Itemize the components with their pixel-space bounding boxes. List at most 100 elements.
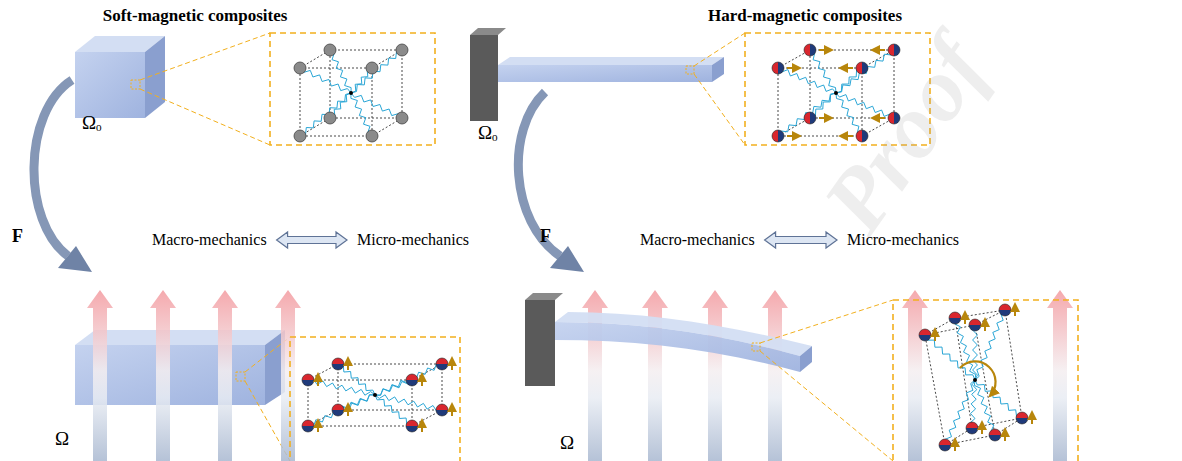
magnetization-arrow bbox=[934, 329, 936, 341]
lattice-edge bbox=[308, 380, 309, 426]
particle bbox=[396, 44, 408, 56]
particle bbox=[406, 374, 418, 386]
particle bbox=[919, 329, 931, 341]
cantilever bbox=[470, 28, 745, 145]
particle bbox=[366, 130, 378, 142]
zoom-frame bbox=[893, 300, 1078, 461]
node-text: Macro-mechanics bbox=[640, 231, 755, 248]
magnetization-arrow bbox=[840, 67, 853, 69]
magnetization-arrow bbox=[819, 117, 832, 119]
magnetization-arrow bbox=[451, 404, 453, 416]
particle bbox=[406, 420, 418, 432]
magnetization-arrow bbox=[787, 67, 800, 69]
panel-title: Hard-magnetic composites bbox=[708, 6, 902, 26]
text-node: Micro-mechanics bbox=[355, 230, 471, 250]
text-node: Macro-mechanics bbox=[150, 230, 269, 250]
crosslink bbox=[349, 91, 353, 95]
lattice-edge bbox=[308, 380, 412, 381]
lattice-edge bbox=[402, 50, 403, 118]
panel-title: Soft-magnetic composites bbox=[103, 6, 288, 26]
double-arrow bbox=[277, 232, 347, 248]
particle bbox=[1016, 412, 1028, 424]
particle bbox=[302, 420, 314, 432]
particle bbox=[332, 404, 344, 416]
polymer-chain bbox=[925, 335, 975, 380]
polymer-chain bbox=[810, 50, 836, 93]
magnetization-arrow bbox=[787, 135, 800, 137]
magnetization-arrow bbox=[981, 422, 983, 434]
double-arrow bbox=[765, 232, 837, 248]
node-text: Micro-mechanics bbox=[357, 231, 469, 248]
lattice-edge bbox=[300, 68, 301, 136]
particle bbox=[332, 358, 344, 370]
lattice-edge bbox=[972, 418, 1022, 428]
cube bbox=[75, 33, 270, 145]
particle bbox=[324, 112, 336, 124]
particle bbox=[772, 62, 784, 74]
lattice-edge bbox=[308, 426, 412, 427]
crosslink bbox=[973, 378, 977, 382]
watermark: Proof bbox=[808, 23, 1002, 247]
particle bbox=[939, 439, 951, 451]
particle bbox=[366, 62, 378, 74]
particle bbox=[804, 44, 816, 56]
lattice-edge bbox=[338, 364, 442, 365]
particle bbox=[856, 62, 868, 74]
lattice-edge bbox=[778, 68, 779, 136]
magnetization-arrow bbox=[421, 420, 423, 432]
magnetization-arrow bbox=[872, 49, 885, 51]
magnetic-field bbox=[87, 290, 301, 461]
bent-cantilever bbox=[525, 293, 893, 461]
polymer-chain bbox=[375, 395, 412, 426]
symbol-label: Ω bbox=[55, 428, 69, 450]
magnetization-arrow bbox=[347, 358, 349, 370]
particle bbox=[989, 429, 1001, 441]
magnetization-arrow bbox=[819, 49, 832, 51]
lattice-edge bbox=[810, 50, 811, 118]
node-text: Macro-mechanics bbox=[152, 231, 267, 248]
rotation-arrow bbox=[960, 361, 996, 396]
particle bbox=[324, 44, 336, 56]
polymer-chain bbox=[375, 364, 442, 395]
lattice-edge bbox=[442, 364, 443, 410]
text-node: Macro-mechanics bbox=[638, 230, 757, 250]
particle bbox=[436, 358, 448, 370]
magnetization-arrow bbox=[954, 439, 956, 451]
crosslink bbox=[834, 91, 838, 95]
polymer-chain bbox=[338, 364, 375, 395]
crosslink bbox=[373, 393, 377, 397]
deformation-arrow bbox=[34, 80, 92, 272]
polymer-chain bbox=[973, 325, 978, 380]
symbol-label: Ω bbox=[560, 432, 574, 454]
magnetization-arrow bbox=[317, 374, 319, 386]
magnetization-arrow bbox=[1004, 429, 1006, 441]
polymer-chain bbox=[330, 50, 351, 93]
polymer-chain bbox=[945, 380, 975, 445]
deformation-arrow bbox=[518, 92, 584, 272]
lattice-edge bbox=[778, 68, 862, 69]
symbol-label: Ωₒ bbox=[478, 122, 498, 144]
polymer-chain bbox=[300, 93, 351, 136]
magnetization-arrow bbox=[1014, 304, 1016, 316]
particle bbox=[999, 304, 1011, 316]
magnetization-arrow bbox=[1031, 412, 1033, 424]
zoom-frame bbox=[270, 33, 435, 145]
magnetization-arrow bbox=[317, 420, 319, 432]
magnetization-arrow bbox=[451, 358, 453, 370]
polymer-chain bbox=[778, 93, 836, 136]
particle bbox=[294, 130, 306, 142]
magnetization-arrow bbox=[421, 374, 423, 386]
symbol-label: Ωₒ bbox=[82, 112, 102, 134]
zoom-frame bbox=[290, 337, 460, 461]
lattice-edge bbox=[975, 325, 995, 435]
particle bbox=[966, 422, 978, 434]
particle bbox=[436, 404, 448, 416]
particle bbox=[396, 112, 408, 124]
symbol-label: F bbox=[12, 226, 23, 247]
magnetization-arrow bbox=[984, 319, 986, 331]
magnetization-arrow bbox=[347, 404, 349, 416]
polymer-chain bbox=[351, 50, 402, 93]
polymer-chain bbox=[970, 380, 977, 428]
